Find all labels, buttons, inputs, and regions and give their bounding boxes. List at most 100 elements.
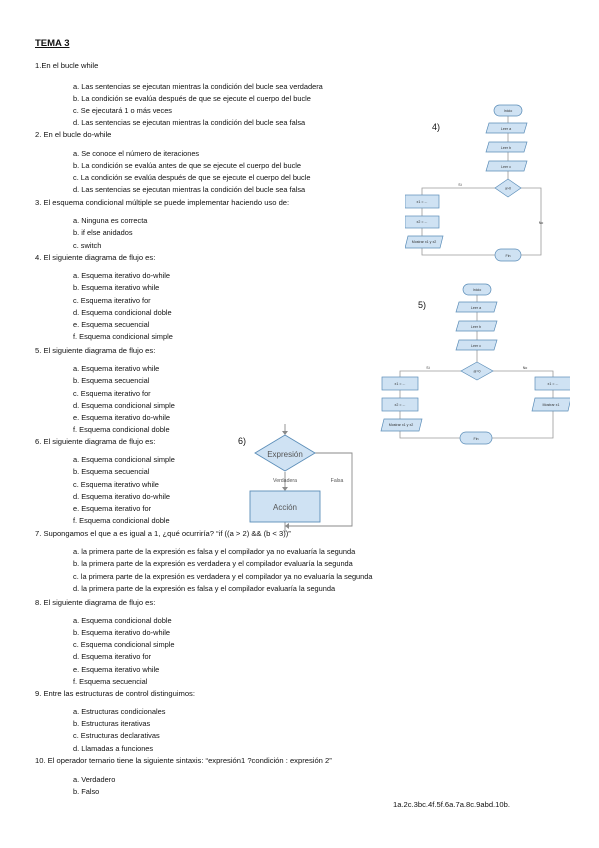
- question-1-option: a. Las sentencias se ejecutan mientras l…: [73, 82, 323, 91]
- question-6-option: c. Esquema iterativo while: [73, 480, 159, 489]
- figure-6-true-label: Verdadera: [273, 478, 297, 484]
- figure-5-start-terminal: [462, 283, 492, 296]
- figure-6-action-label: Acción: [273, 503, 297, 512]
- figure-6-condition-label: Expresión: [267, 450, 303, 459]
- figure-6-labels: Expresión Acción Verdadera Falsa: [267, 450, 343, 512]
- question-9-option: c. Estructuras declarativas: [73, 731, 160, 740]
- question-6-option: e. Esquema iterativo for: [73, 504, 152, 513]
- figure-4-input-b: [485, 141, 528, 153]
- question-7-option: b. la primera parte de la expresión es v…: [73, 559, 353, 568]
- figure-4-output: [405, 235, 444, 249]
- figure-5-end-label: Fin: [474, 437, 479, 441]
- question-6-option: a. Esquema condicional simple: [73, 455, 175, 464]
- question-5-option: c. Esquema iterativo for: [73, 389, 151, 398]
- figure-4-labels: Inicio Leer a Leer b Leer c a>0 Sí No x1…: [412, 109, 544, 258]
- figure-4-decision: [494, 178, 522, 198]
- figure-4-start-terminal: [493, 104, 523, 117]
- question-9-option: d. Llamadas a funciones: [73, 744, 154, 753]
- question-3-option: c. switch: [73, 241, 102, 250]
- figure-5-output-yes: [380, 418, 423, 432]
- figure-4-flowchart: Inicio Leer a Leer b Leer c a>0 Sí No x1…: [405, 104, 544, 262]
- figure-5-input-b: [455, 320, 498, 332]
- question-2-option: a. Se conoce el número de iteraciones: [73, 149, 200, 158]
- question-7-option: d. la primera parte de la expresión es f…: [73, 584, 336, 593]
- question-7-option: c. la primera parte de la expresión es v…: [73, 572, 373, 581]
- figure-4-connectors: [421, 116, 542, 256]
- figure-5-decision: [460, 361, 494, 381]
- figure-5-process-x1-yes: [381, 376, 419, 391]
- question-3: 3. El esquema condicional múltiple se pu…: [35, 198, 290, 207]
- question-4-option: d. Esquema condicional doble: [73, 308, 172, 317]
- question-4: 4. El siguiente diagrama de flujo es:: [35, 253, 156, 262]
- figure-6-number: 6): [238, 436, 247, 446]
- figure-4-input-c: [485, 160, 528, 172]
- figure-4-start-label: Inicio: [504, 109, 512, 113]
- question-4-option: a. Esquema iterativo do-while: [73, 271, 170, 280]
- question-10-option: a. Verdadero: [73, 775, 116, 784]
- question-5-option: b. Esquema secuencial: [73, 376, 150, 385]
- figure-6-shapes: [249, 434, 321, 523]
- question-2: 2. En el bucle do-while: [35, 130, 112, 139]
- question-8-option: b. Esquema iterativo do-while: [73, 628, 170, 637]
- figure-5-process-x1-no: [534, 376, 570, 391]
- question-2-option: d. Las sentencias se ejecutan mientras l…: [73, 185, 306, 194]
- figure-5-input-c: [455, 339, 498, 351]
- question-2-option: c. La condición se evalúa después de que…: [73, 173, 311, 182]
- question-1: 1.En el bucle while: [35, 61, 99, 70]
- question-6-option: d. Esquema iterativo do-while: [73, 492, 170, 501]
- question-8: 8. El siguiente diagrama de flujo es:: [35, 598, 156, 607]
- figure-6-flowchart: Expresión Acción Verdadera Falsa: [249, 424, 353, 532]
- question-10-option: b. Falso: [73, 787, 100, 796]
- question-8-option: a. Esquema condicional doble: [73, 616, 172, 625]
- question-4-option: e. Esquema secuencial: [73, 320, 150, 329]
- question-5-option: d. Esquema condicional simple: [73, 401, 175, 410]
- figure-6-connectors: [282, 424, 353, 532]
- figure-5-step-label: Leer a: [471, 306, 481, 310]
- figure-5-flowchart: Inicio Leer a Leer b Leer c a!=0 Sí No x…: [380, 283, 570, 445]
- question-6-option: b. Esquema secuencial: [73, 467, 150, 476]
- figure-4-process-x1: [405, 194, 440, 209]
- figure-5-output-no: [531, 397, 570, 412]
- question-4-option: b. Esquema iterativo while: [73, 283, 160, 292]
- figure-5-no-label: No: [523, 366, 528, 370]
- figure-4-process-x2: [405, 215, 440, 229]
- figure-4-yes-step-label: Mostrar x1 y x2: [412, 240, 437, 244]
- figure-5-step-label: Leer c: [471, 344, 481, 348]
- figure-5-yes-step-label: x2 = ...: [395, 403, 406, 407]
- question-3-option: b. if else anidados: [73, 228, 133, 237]
- question-5-option: f. Esquema condicional doble: [73, 425, 170, 434]
- question-1-option: d. Las sentencias se ejecutan mientras l…: [73, 118, 306, 127]
- figure-5-yes-label: Sí: [426, 366, 429, 370]
- question-3-option: a. Ninguna es correcta: [73, 216, 148, 225]
- question-9-option: b. Estructuras iterativas: [73, 719, 151, 728]
- answer-key: 1a.2c.3bc.4f.5f.6a.7a.8c.9abd.10b.: [393, 800, 510, 809]
- figure-4-end-terminal: [494, 248, 522, 262]
- figure-6-false-label: Falsa: [331, 478, 344, 484]
- question-7-option: a. la primera parte de la expresión es f…: [73, 547, 356, 556]
- question-7: 7. Supongamos el que a es igual a 1, ¿qu…: [35, 529, 291, 538]
- question-10: 10. El operador ternario tiene la siguie…: [35, 756, 332, 765]
- figure-5-start-label: Inicio: [473, 288, 481, 292]
- figure-4-yes-step-label: x1 = ...: [417, 200, 428, 204]
- question-8-option: f. Esquema secuencial: [73, 677, 148, 686]
- figure-5-end-terminal: [459, 431, 493, 445]
- figure-5-labels: Inicio Leer a Leer b Leer c a!=0 Sí No x…: [389, 288, 560, 441]
- figure-5-process-x2: [381, 397, 419, 412]
- figure-4-step-label: Leer b: [501, 146, 511, 150]
- question-6: 6. El siguiente diagrama de flujo es:: [35, 437, 156, 446]
- question-4-option: f. Esquema condicional simple: [73, 332, 173, 341]
- figure-5-shapes: [380, 283, 570, 445]
- figure-5-input-a: [455, 301, 498, 313]
- question-1-option: c. Se ejecutará 1 o más veces: [73, 106, 173, 115]
- figure-4-input-a: [485, 122, 528, 134]
- figure-5-step-label: Leer b: [471, 325, 481, 329]
- figure-4-shapes: [405, 104, 528, 262]
- figure-5-connectors: [399, 295, 554, 439]
- question-5: 5. El siguiente diagrama de flujo es:: [35, 346, 156, 355]
- question-6-option: f. Esquema condicional doble: [73, 516, 170, 525]
- figure-6-action-box: [249, 490, 321, 523]
- question-8-option: d. Esquema iterativo for: [73, 652, 152, 661]
- question-2-option: b. La condición se evalúa antes de que s…: [73, 161, 302, 170]
- question-8-option: c. Esquema condicional simple: [73, 640, 175, 649]
